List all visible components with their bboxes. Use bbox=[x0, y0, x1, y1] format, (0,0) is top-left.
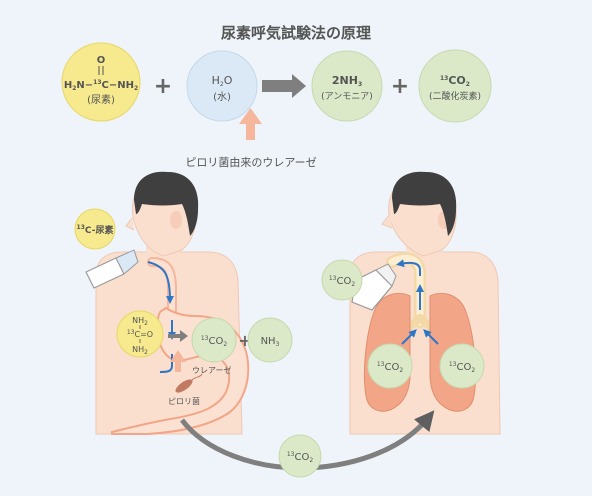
transfer-co2-label: 13CO2 bbox=[287, 451, 314, 464]
left-lung-co2-label: 13CO2 bbox=[377, 361, 404, 374]
ammonia-molecule: 2NH3 (アンモニア) bbox=[311, 50, 383, 122]
patient-left bbox=[85, 171, 250, 435]
stomach-urease-arrow bbox=[170, 350, 186, 372]
stomach-urea-nh2-bottom: NH2 bbox=[132, 345, 148, 356]
h-pylori-bacteria bbox=[175, 373, 203, 393]
plus-sign-2: + bbox=[391, 74, 409, 99]
co2-label: (二酸化炭素) bbox=[429, 90, 481, 102]
reagent-cup bbox=[85, 249, 139, 289]
water-formula: H2O bbox=[212, 74, 233, 88]
stomach-urea-carbonyl: 13C=O bbox=[127, 329, 153, 339]
reagent-label: 13C-尿素 bbox=[77, 224, 114, 236]
stomach-urea: NH2 13C=O NH2 bbox=[116, 310, 164, 358]
urea-label: (尿素) bbox=[87, 93, 115, 106]
stomach-reaction-arrow bbox=[168, 330, 188, 342]
water-molecule: H2O (水) bbox=[186, 50, 258, 122]
reaction-arrow bbox=[262, 74, 306, 98]
ammonia-label: (アンモニア) bbox=[321, 92, 373, 102]
stomach-urea-nh2-top: NH2 bbox=[132, 316, 148, 327]
urease-source-label: ピロリ菌由来のウレアーゼ bbox=[185, 155, 316, 169]
reagent-badge: 13C-尿素 bbox=[74, 208, 116, 250]
stomach-co2-label: 13CO2 bbox=[201, 335, 228, 348]
right-lung-co2: 13CO2 bbox=[439, 343, 485, 389]
water-label: (水) bbox=[213, 91, 231, 103]
bag-co2: 13CO2 bbox=[321, 259, 363, 301]
stomach-nh3: NH3 bbox=[247, 317, 293, 363]
co2-formula: 13CO2 bbox=[440, 74, 470, 88]
left-lung-co2: 13CO2 bbox=[367, 343, 413, 389]
stomach-nh3-label: NH3 bbox=[261, 336, 280, 348]
co2-molecule: 13CO2 (二酸化炭素) bbox=[418, 49, 492, 123]
urease-catalyst-arrow bbox=[239, 108, 262, 140]
plus-sign-1: + bbox=[154, 74, 172, 99]
patient-right bbox=[349, 171, 501, 435]
urea-oxygen: O bbox=[97, 55, 106, 66]
right-lung-co2-label: 13CO2 bbox=[449, 361, 476, 374]
urea-formula: H2N−13C−NH2 bbox=[64, 79, 138, 92]
bag-co2-label: 13CO2 bbox=[329, 275, 356, 288]
urea-molecule: O H2N−13C−NH2 (尿素) bbox=[61, 42, 141, 122]
transfer-co2: 13CO2 bbox=[278, 434, 322, 478]
bacteria-label: ピロリ菌 bbox=[168, 396, 200, 406]
stomach-urease-label: ウレアーゼ bbox=[192, 365, 232, 375]
diagram-title: 尿素呼気試験法の原理 bbox=[221, 24, 371, 42]
ammonia-formula: 2NH3 bbox=[332, 74, 362, 88]
stomach-co2: 13CO2 bbox=[191, 317, 237, 363]
